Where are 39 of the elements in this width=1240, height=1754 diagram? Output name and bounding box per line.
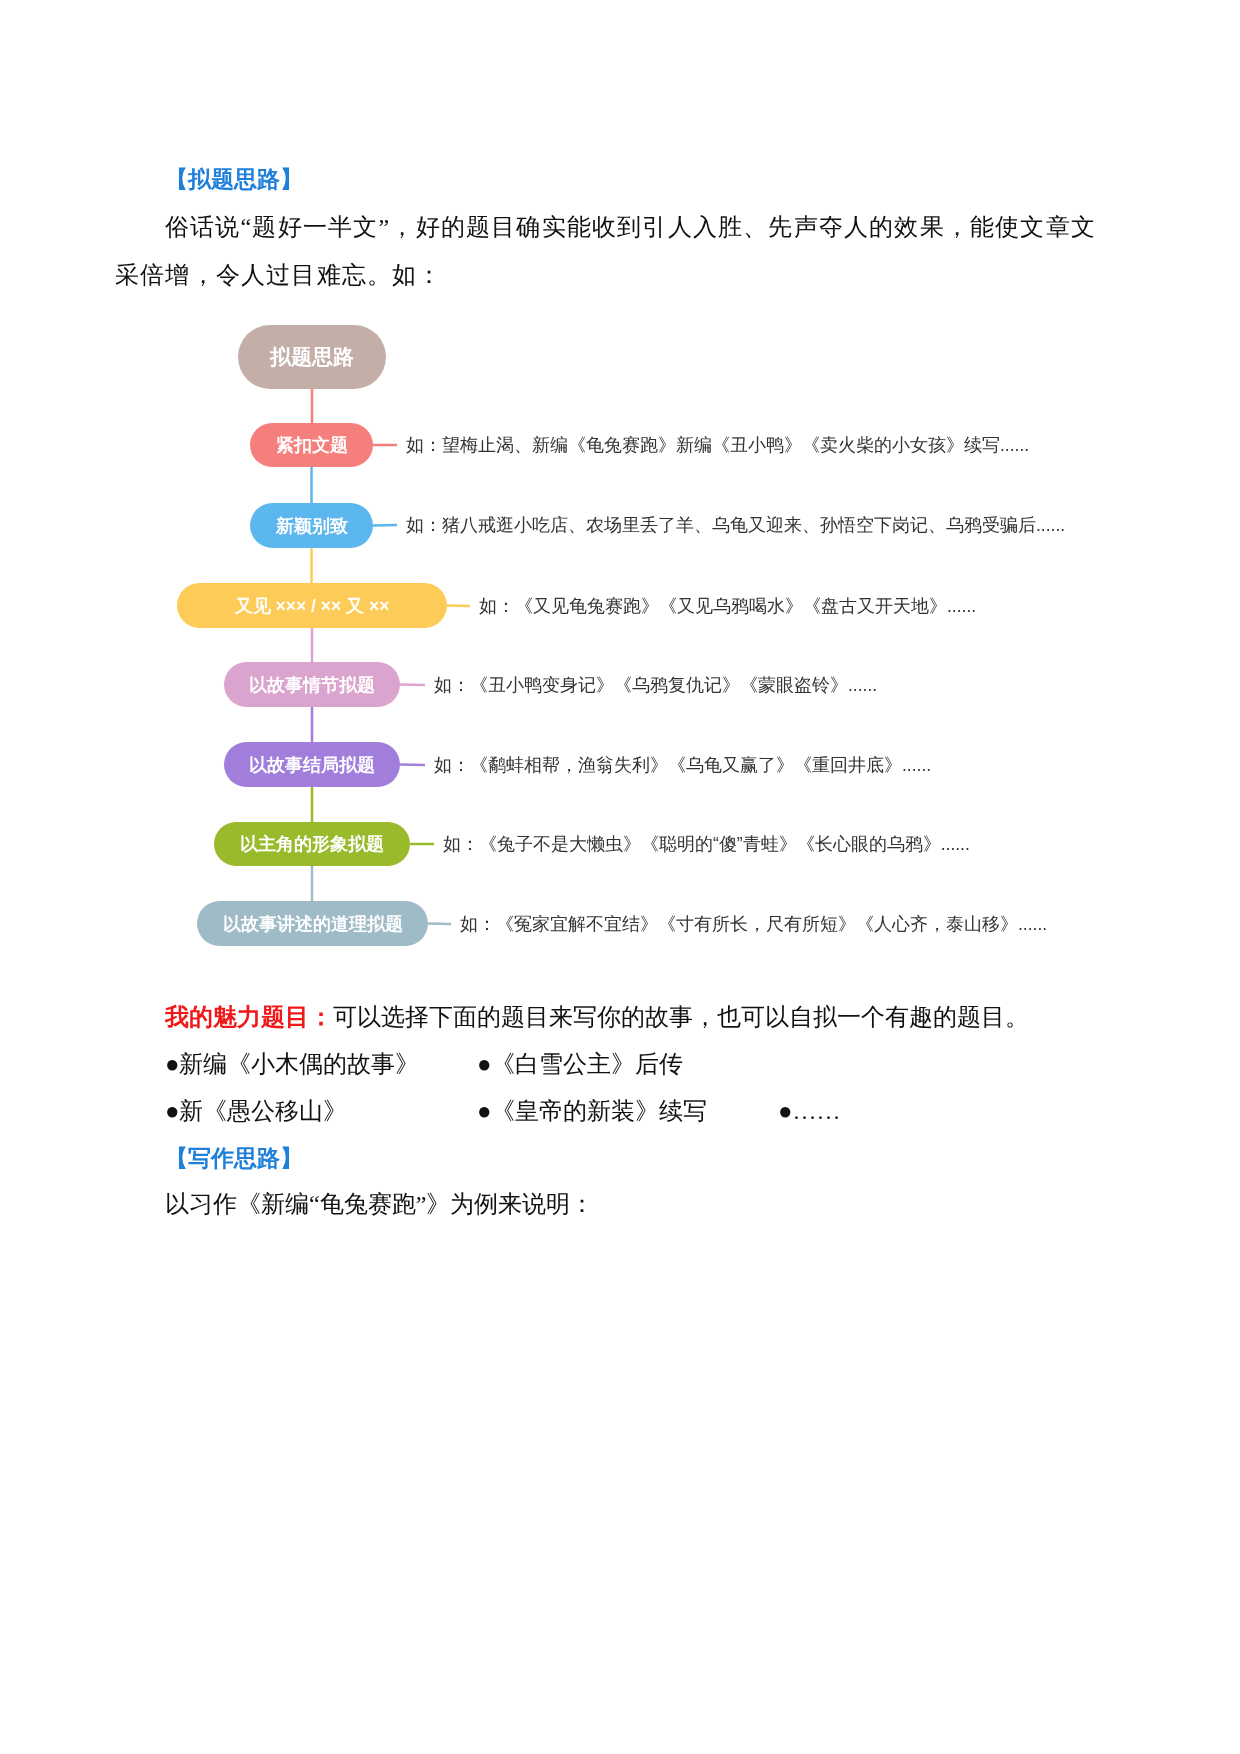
section-heading: 【拟题思路】 bbox=[165, 165, 303, 193]
example-text: 如：《鹬蚌相帮，渔翁失利》《乌龟又赢了》《重回井底》...... bbox=[425, 753, 932, 777]
connector-line bbox=[427, 922, 452, 926]
connector-line bbox=[310, 389, 314, 423]
connector-line bbox=[310, 707, 314, 742]
intro-paragraph: 俗话说“题好一半文”，好的题目确实能收到引人入胜、先声夺人的效果，能使文章文采倍增，令人过目难忘。如： bbox=[115, 213, 1097, 290]
topic-pill: 又见 ××× / ×× 又 ×× bbox=[177, 583, 447, 628]
title-option: ●…… bbox=[778, 1097, 841, 1125]
connector-line bbox=[446, 604, 471, 608]
topic-pill: 以故事讲述的道理拟题 bbox=[197, 901, 428, 946]
example-text: 如：《冤家宜解不宜结》《寸有所长，尺有所短》《人心齐，泰山移》...... bbox=[451, 912, 1048, 936]
topic-pill: 新颖别致 bbox=[250, 503, 373, 548]
connector-line bbox=[410, 842, 434, 846]
connector-line bbox=[310, 548, 313, 583]
title-option: ●《皇帝的新装》续写 bbox=[477, 1097, 708, 1125]
example-text: 如：《丑小鸭变身记》《乌鸦复仇记》《蒙眼盗铃》...... bbox=[425, 673, 878, 697]
connector-line bbox=[310, 467, 313, 503]
connector-line bbox=[399, 763, 426, 767]
central-topic: 拟题思路 bbox=[238, 325, 386, 389]
topic-pill: 以主角的形象拟题 bbox=[214, 822, 410, 866]
topic-pill: 紧扣文题 bbox=[250, 423, 373, 467]
connector-line bbox=[310, 787, 314, 822]
topic-pill: 以故事结局拟题 bbox=[224, 742, 400, 787]
example-text: 如：望梅止渴、新编《龟兔赛跑》新编《丑小鸭》《卖火柴的小女孩》续写...... bbox=[397, 433, 1030, 457]
example-text: 如：《又见龟兔赛跑》《又见乌鸦喝水》《盘古又开天地》...... bbox=[470, 594, 977, 618]
body-text: 以习作《新编“龟兔赛跑”》为例来说明： bbox=[165, 1190, 595, 1218]
section-heading: 【写作思路】 bbox=[165, 1144, 303, 1172]
connector-line bbox=[373, 443, 397, 447]
title-option: ●新编《小木偶的故事》 bbox=[165, 1050, 420, 1078]
connector-line bbox=[372, 523, 398, 527]
connector-line bbox=[310, 866, 314, 901]
title-option: ●新《愚公移山》 bbox=[165, 1097, 348, 1125]
title-option: ●《白雪公主》后传 bbox=[477, 1050, 684, 1078]
prompt-text: 我的魅力题目：可以选择下面的题目来写你的故事，也可以自拟一个有趣的题目。 bbox=[165, 1003, 1029, 1031]
example-text: 如：猪八戒逛小吃店、农场里丢了羊、乌龟又迎来、孙悟空下岗记、乌鸦受骗后...... bbox=[397, 513, 1066, 537]
connector-line bbox=[399, 683, 426, 687]
topic-pill: 以故事情节拟题 bbox=[224, 662, 400, 707]
connector-line bbox=[310, 628, 314, 662]
example-text: 如：《兔子不是大懒虫》《聪明的“傻”青蛙》《长心眼的乌鸦》...... bbox=[434, 832, 970, 856]
